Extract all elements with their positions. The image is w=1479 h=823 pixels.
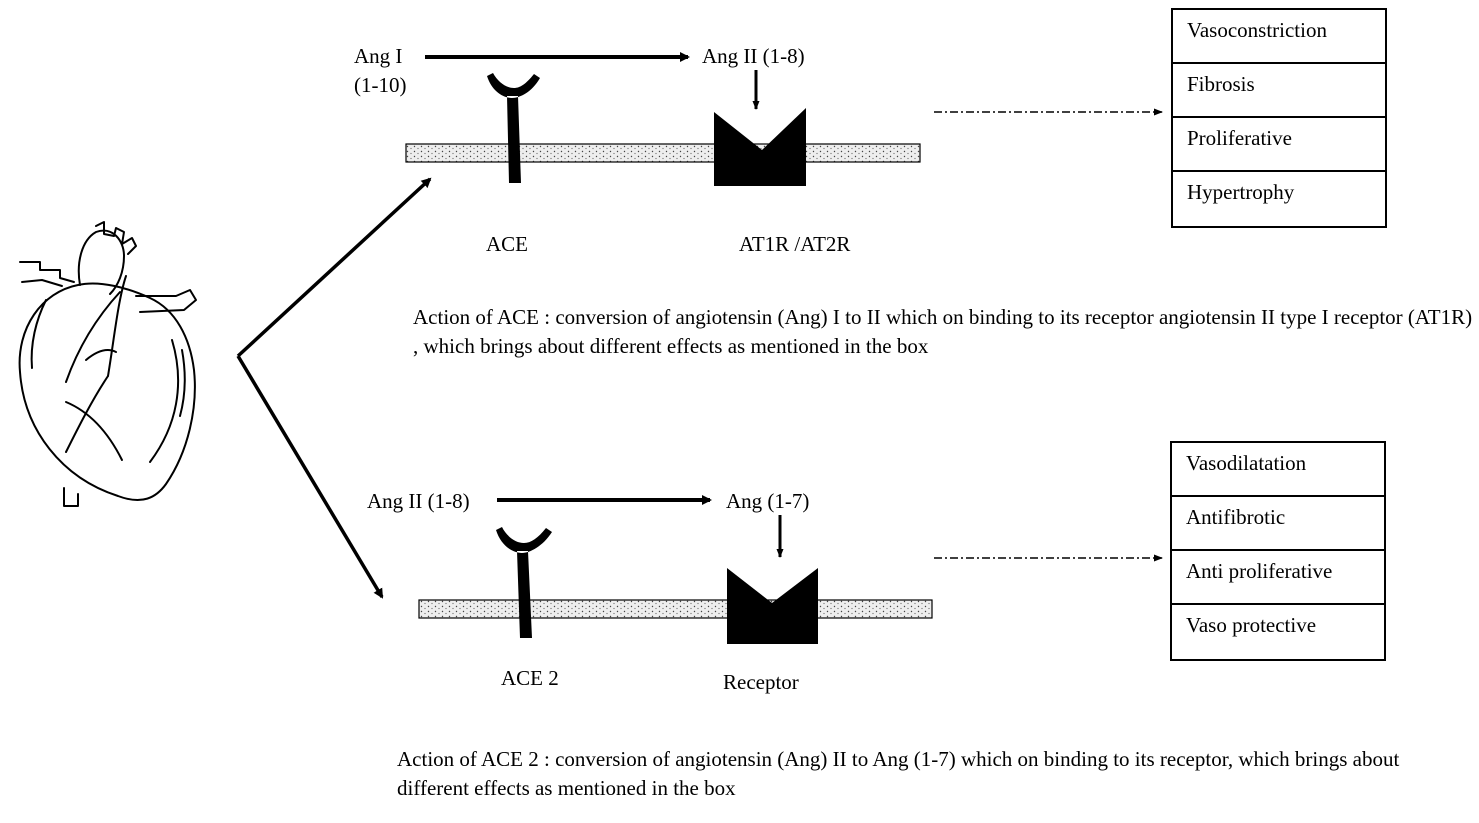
receptor-label: Receptor — [723, 670, 799, 694]
ang-i-range-label: (1-10) — [354, 73, 407, 97]
effect-vasoconstriction: Vasoconstriction — [1173, 10, 1385, 64]
ace-enzyme-icon — [487, 73, 540, 183]
ang-ii-substrate-label: Ang II (1-8) — [367, 489, 470, 513]
effects-box-ace: Vasoconstriction Fibrosis Proliferative … — [1171, 8, 1387, 228]
branch-arrow-bottom — [236, 355, 384, 599]
ang-i-label: Ang I — [354, 44, 403, 68]
effect-vaso-protective: Vaso protective — [1186, 613, 1317, 637]
at1r-at2r-label: AT1R /AT2R — [739, 232, 851, 256]
ace2-action-caption: Action of ACE 2 : conversion of angioten… — [397, 747, 1400, 800]
effect-anti-proliferative: Anti proliferative — [1172, 551, 1384, 605]
effect-antifibrotic: Antifibrotic — [1172, 497, 1384, 551]
ang-ii-product-label: Ang II (1-8) — [702, 44, 805, 68]
cell-membrane-bottom — [418, 599, 933, 619]
effect-hypertrophy: Hypertrophy — [1187, 180, 1295, 204]
effect-vasodilatation: Vasodilatation — [1172, 443, 1384, 497]
ace2-receptor-icon — [727, 568, 818, 644]
effect-fibrosis: Fibrosis — [1173, 64, 1385, 118]
effects-box-ace2: Vasodilatation Antifibrotic Anti prolife… — [1170, 441, 1386, 661]
cell-membrane-top — [405, 143, 921, 163]
ace2-label: ACE 2 — [501, 666, 559, 690]
effect-proliferative: Proliferative — [1173, 118, 1385, 172]
ace-label: ACE — [486, 232, 528, 256]
ace-action-caption: Action of ACE : conversion of angiotensi… — [413, 305, 1473, 358]
ang-1-7-label: Ang (1-7) — [726, 489, 810, 513]
branch-arrow-top — [236, 177, 432, 358]
ace2-enzyme-icon — [496, 527, 552, 638]
heart-sketch-icon — [18, 221, 197, 507]
at1r-receptor-icon — [714, 108, 806, 186]
